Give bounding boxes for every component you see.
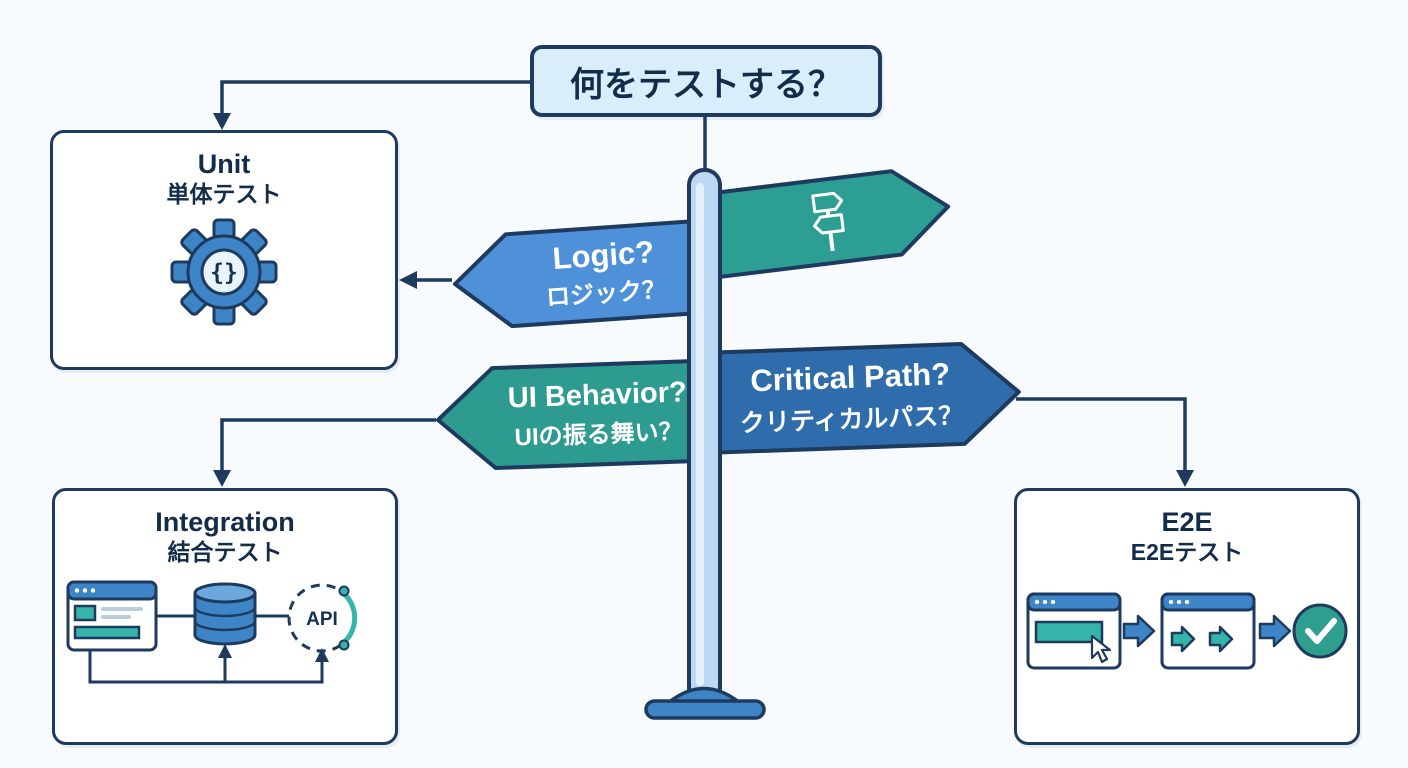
- sign-critical-path-label-en: Critical Path?: [750, 356, 951, 398]
- arrowhead-down: [213, 113, 231, 130]
- connector-title-to-unit: [213, 80, 530, 130]
- sign-ui-behavior: UI Behavior? UIの振る舞い？: [436, 358, 714, 471]
- step-arrow-icon: [1208, 626, 1234, 653]
- browser-cursor-icon: [1026, 592, 1122, 670]
- integration-flow-icons: API: [66, 580, 358, 684]
- api-label: API: [306, 609, 338, 630]
- database-icon: [193, 582, 257, 646]
- e2e-subtitle: E2Eテスト: [1130, 539, 1244, 566]
- unit-subtitle: 単体テスト: [166, 181, 282, 208]
- api-icon: API: [287, 583, 358, 653]
- integration-title: Integration: [155, 507, 295, 537]
- browser-window-icon: [66, 580, 158, 652]
- cursor-icon: [1090, 635, 1112, 664]
- flow-arrow-icon: [1258, 615, 1292, 648]
- pole-highlight: [696, 183, 704, 686]
- sign-ui-behavior-label-en: UI Behavior?: [507, 376, 687, 414]
- unit-box: Unit 単体テスト {}: [50, 130, 398, 370]
- step-arrow-icon: [1170, 626, 1196, 653]
- connector-criticalpath-to-e2e: [1016, 397, 1194, 487]
- arrowhead-up: [315, 648, 329, 663]
- sign-logic-label-en: Logic?: [551, 234, 655, 276]
- sign-direction: [692, 169, 951, 281]
- e2e-title: E2E: [1161, 507, 1213, 537]
- signpost-icon: [811, 191, 845, 252]
- connector-logic-to-unit: [399, 271, 452, 289]
- arrowhead-left: [399, 271, 417, 289]
- integration-box: Integration 結合テスト: [52, 488, 398, 745]
- signpost-pole: [644, 168, 766, 720]
- integration-loop-connector: [88, 644, 329, 684]
- arrowhead-up: [218, 644, 232, 659]
- unit-title: Unit: [197, 149, 251, 179]
- integration-subtitle: 結合テスト: [167, 539, 283, 566]
- sign-ui-behavior-label-jp: UIの振る舞い？: [514, 418, 683, 451]
- question-box: 何をテストする？: [530, 45, 882, 117]
- gear-code-icon: {}: [170, 218, 278, 326]
- arrowhead-down: [213, 470, 231, 487]
- pole-base-bar: [644, 699, 766, 720]
- connector-uibehavior-to-integration: [213, 418, 436, 487]
- browser-steps-icon: [1160, 592, 1256, 670]
- e2e-flow-icons: [1026, 592, 1348, 670]
- arrowhead-down: [1176, 470, 1194, 487]
- question-text: 何をテストする？: [570, 65, 842, 104]
- flow-arrow-icon: [1122, 615, 1156, 648]
- sign-critical-path: Critical Path? クリティカルパス？: [699, 341, 1021, 455]
- e2e-box: E2E E2Eテスト: [1014, 488, 1360, 745]
- check-circle-icon: [1292, 603, 1348, 659]
- code-braces-glyph: {}: [210, 260, 238, 286]
- sign-logic: Logic? ロジック？: [453, 218, 718, 329]
